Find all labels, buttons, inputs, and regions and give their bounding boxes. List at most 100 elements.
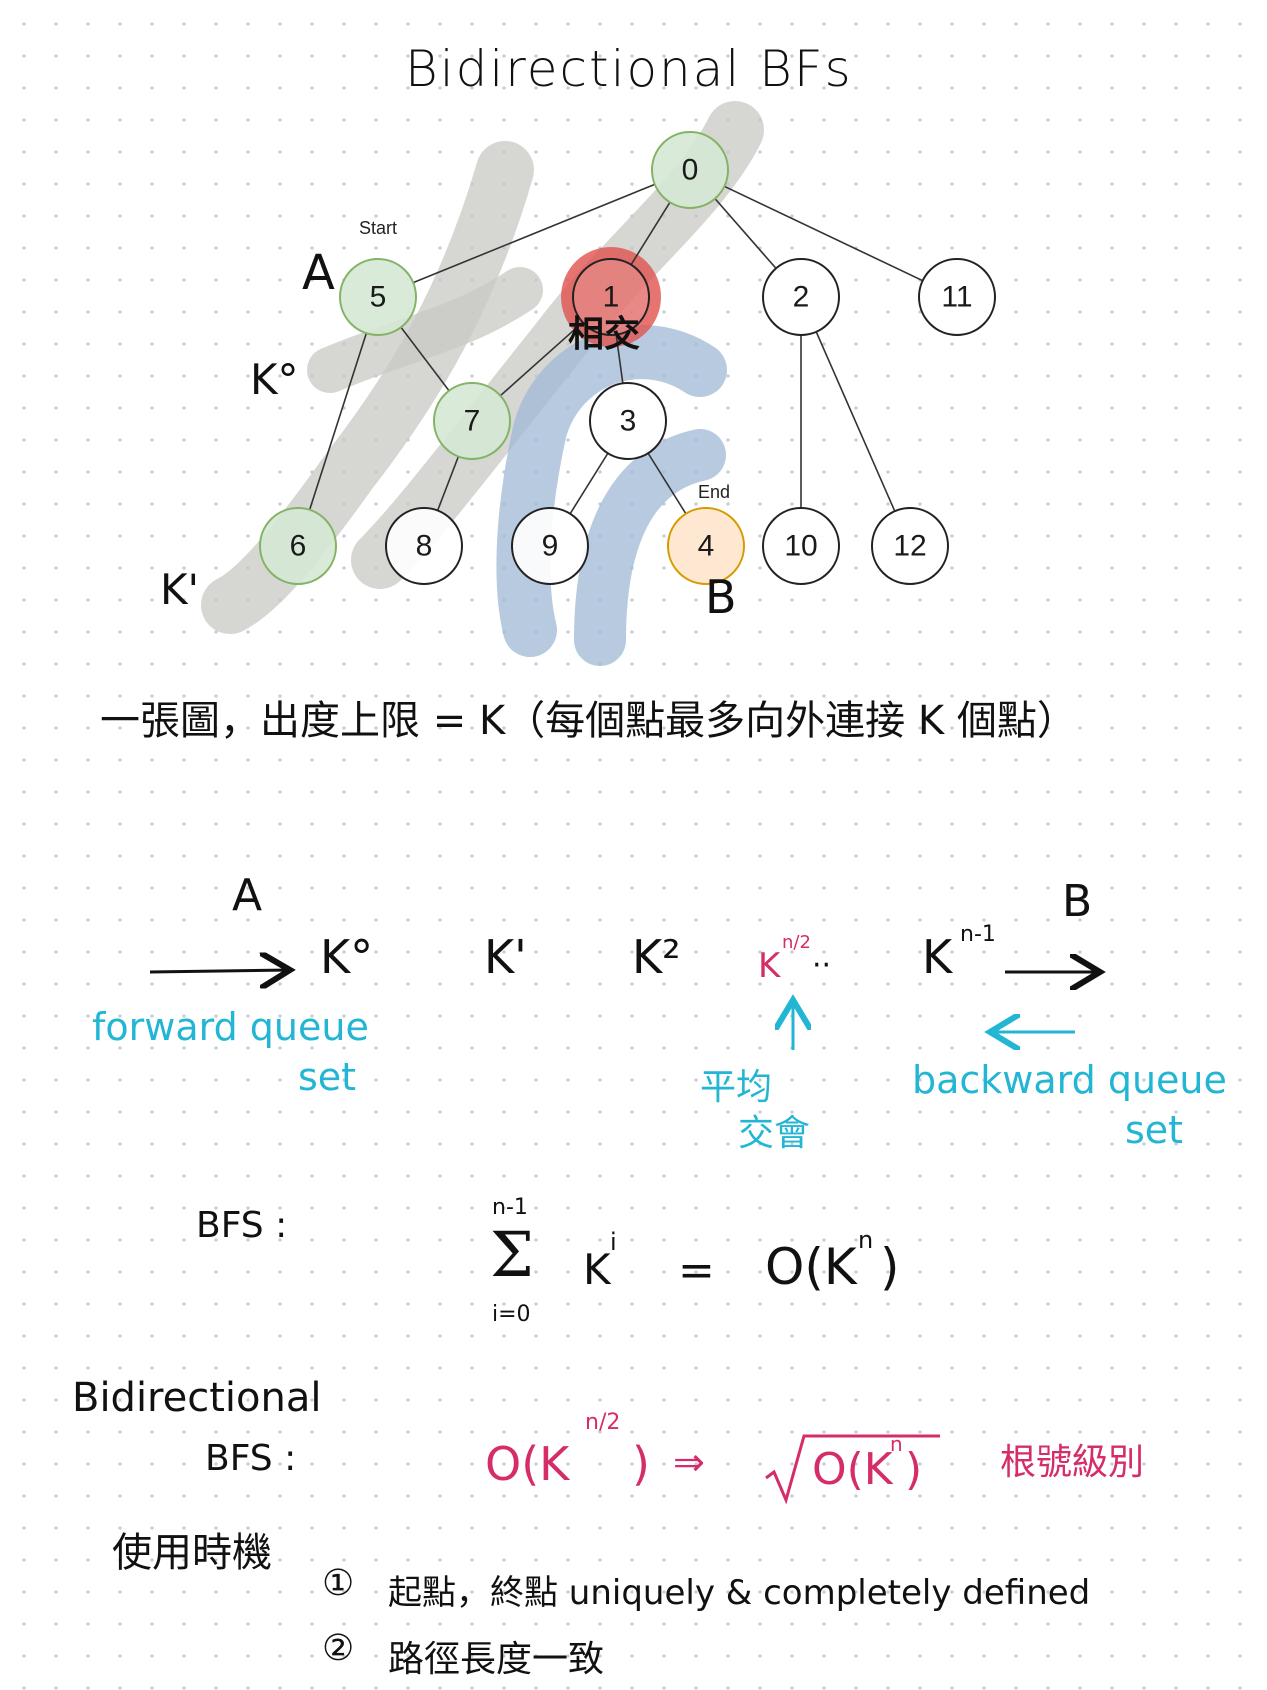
description-line: 一張圖，出度上限 = K（每個點最多向外連接 K 個點） (100, 698, 1077, 744)
node-circle (589, 382, 667, 460)
node-5: 5 (339, 258, 417, 336)
edge-3-9 (569, 452, 609, 515)
node-label: 1 (603, 281, 620, 314)
node-label: 7 (464, 405, 481, 438)
node-circle (511, 507, 589, 585)
node-label: 12 (893, 530, 926, 563)
node-circle (762, 507, 840, 585)
edge-1-7 (499, 321, 584, 397)
bfs-result-close: ) (880, 1238, 900, 1296)
sqrt-inner-close: ) (905, 1444, 923, 1495)
backward-queue-label-2: set (1125, 1108, 1184, 1152)
timeline-a-label: A (232, 870, 263, 921)
node-a-annotation: A (302, 245, 335, 301)
forward-highlight-stroke-1 (201, 141, 534, 634)
forward-queue-label: forward queue (92, 1005, 369, 1049)
term-k-last: K (922, 930, 953, 984)
usage-item-2-text: 路徑長度一致 (388, 1639, 605, 1680)
backward-highlight-stroke-1 (496, 325, 727, 657)
term-k1: K' (484, 930, 527, 984)
node-11: 11 (918, 258, 996, 336)
bfs-result: O(K (765, 1238, 857, 1296)
node-label: 8 (416, 530, 433, 563)
timeline-b-label: B (1062, 876, 1093, 927)
node-label: 0 (682, 154, 699, 187)
node-9: 9 (511, 507, 589, 585)
edge-3-4 (647, 452, 687, 515)
page-title: Bidirectional BFs (405, 40, 853, 98)
node-circle (259, 507, 337, 585)
usage-title: 使用時機 (112, 1530, 272, 1576)
node-circle (651, 131, 729, 209)
end-tag: End (698, 482, 730, 502)
implies-arrow: ⇒ (673, 1440, 705, 1484)
sum-upper: n-1 (492, 1195, 528, 1220)
bfs-equals: = (678, 1245, 715, 1296)
usage-item-1-num: ① (322, 1563, 355, 1604)
usage-item-1-text: 起點，終點 uniquely & completely defined (388, 1573, 1091, 1613)
edge-7-8 (436, 456, 460, 511)
node-3: 3 (589, 382, 667, 460)
k1-annotation: K' (160, 565, 200, 614)
edge-1-3 (615, 334, 624, 384)
node-label: 11 (941, 281, 972, 314)
bfs-label: BFS : (196, 1205, 288, 1246)
node-b-annotation: B (705, 570, 737, 624)
sum-term-exp: i (610, 1228, 617, 1256)
node-6: 6 (259, 507, 337, 585)
forward-highlight-stroke-3 (307, 267, 543, 393)
edge-2-12 (815, 331, 896, 512)
meet-label-1: 平均 (700, 1067, 773, 1108)
term-k-last-exp: n-1 (960, 922, 996, 947)
bidir-expr: O(K (485, 1437, 570, 1491)
node-circle (918, 258, 996, 336)
node-label: 10 (784, 530, 817, 563)
intersect-annotation: 相交 (568, 314, 641, 355)
node-circle (385, 507, 463, 585)
bidir-label-1: Bidirectional (72, 1375, 322, 1421)
bidir-expr-close: ) (632, 1437, 650, 1491)
node-8: 8 (385, 507, 463, 585)
intersection-highlight (561, 247, 661, 347)
start-tag: Start (359, 218, 397, 238)
node-circle (572, 258, 650, 336)
backward-queue-label: backward queue (912, 1058, 1227, 1102)
sum-lower: i=0 (492, 1302, 531, 1327)
node-label: 4 (698, 530, 715, 563)
timeline-dots: ·· (812, 948, 832, 983)
forward-arrow (149, 970, 290, 972)
node-0: 0 (651, 131, 729, 209)
node-label: 5 (370, 281, 387, 314)
node-label: 6 (290, 530, 307, 563)
edge-5-6 (308, 332, 368, 511)
sqrt-note: 根號級別 (1000, 1442, 1145, 1483)
edge-5-7 (400, 326, 450, 392)
node-10: 10 (762, 507, 840, 585)
node-4: 4 (667, 507, 745, 585)
graph-edges (308, 183, 924, 515)
node-12: 12 (871, 507, 949, 585)
backward-highlight-stroke-2 (574, 429, 726, 666)
node-circle (339, 258, 417, 336)
node-1: 1 (572, 258, 650, 336)
edge-0-5 (412, 183, 656, 284)
sqrt-sign (765, 1434, 940, 1505)
term-k2: K² (632, 930, 681, 984)
node-circle (433, 382, 511, 460)
node-label: 9 (542, 530, 559, 563)
edge-0-11 (723, 185, 924, 282)
term-k-mid: K (758, 946, 781, 986)
sum-term: K (583, 1245, 611, 1294)
term-k-mid-exp: n/2 (782, 932, 811, 953)
edge-0-1 (630, 201, 671, 266)
sqrt-inner: O(K (812, 1444, 893, 1495)
forward-queue-label-2: set (298, 1055, 357, 1099)
term-k0: K° (320, 930, 374, 984)
node-label: 3 (620, 405, 637, 438)
k0-annotation: K° (250, 355, 299, 404)
node-circle (762, 258, 840, 336)
node-7: 7 (433, 382, 511, 460)
sum-symbol: Σ (490, 1218, 534, 1291)
